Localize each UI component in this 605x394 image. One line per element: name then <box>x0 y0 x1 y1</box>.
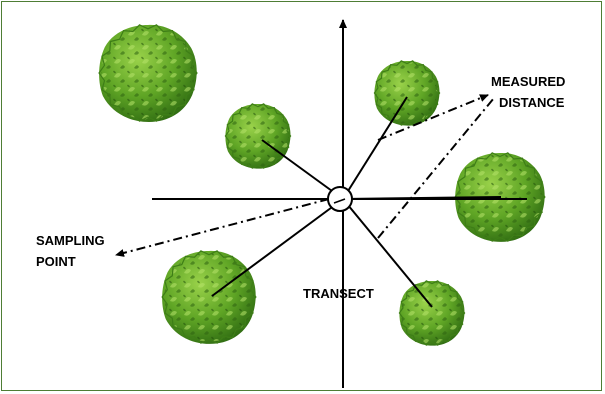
shrub-ne-edge <box>373 60 441 126</box>
point-label: POINT <box>36 254 76 269</box>
distance-line-e <box>342 196 502 200</box>
sampling-label: SAMPLING <box>36 233 105 248</box>
shrub-ne-texture <box>375 61 439 125</box>
shrub-se-edge <box>398 280 466 346</box>
shrub-nw-large-texture <box>101 26 195 120</box>
distance-line-ne <box>342 96 408 200</box>
shrub-nw-large-edge <box>98 24 198 122</box>
distance-label: DISTANCE <box>499 95 565 110</box>
pointer-arrow-measured-1 <box>377 94 489 141</box>
distance-line-sw <box>211 198 344 297</box>
sampling-point-tick <box>333 198 346 204</box>
shrub-sw-edge <box>161 250 257 344</box>
shrub-nw-edge <box>224 103 292 169</box>
measured-label: MEASURED <box>491 74 566 89</box>
distance-line-se <box>342 198 433 308</box>
shrub-se-texture <box>400 281 464 345</box>
pointer-arrow-measured-2 <box>377 97 495 239</box>
transect-label: TRANSECT <box>303 286 374 301</box>
shrub-nw-texture <box>226 104 290 168</box>
sampling-point-circle <box>327 186 353 212</box>
distance-line-nw <box>261 139 344 200</box>
pointer-arrow-sampling <box>115 198 330 257</box>
shrub-sw-texture <box>164 252 254 342</box>
